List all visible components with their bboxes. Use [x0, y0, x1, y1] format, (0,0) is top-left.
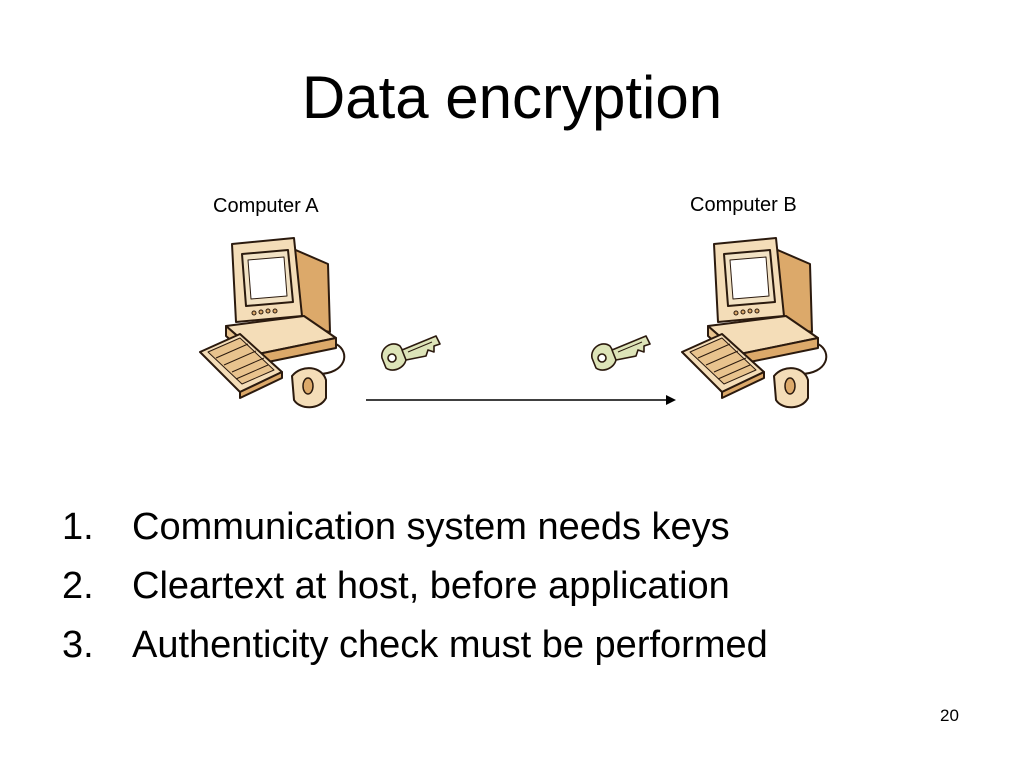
list-item-number: 2. — [62, 565, 94, 607]
list-item-text: Cleartext at host, before application — [132, 565, 730, 607]
list-item-text: Communication system needs keys — [132, 506, 730, 548]
computer-b-icon — [681, 237, 828, 409]
computer-a-icon — [199, 237, 346, 409]
list-item: 2. Cleartext at host, before application — [62, 557, 768, 616]
computer-a-label: Computer A — [213, 195, 319, 217]
key-icon — [591, 335, 651, 371]
list-item: 3. Authenticity check must be performed — [62, 616, 768, 675]
list-item-number: 1. — [62, 506, 94, 548]
computer-b-label: Computer B — [690, 194, 797, 216]
numbered-list: 1. Communication system needs keys 2. Clea… — [62, 498, 768, 675]
page-number: 20 — [940, 706, 959, 725]
slide-title: Data encryption — [301, 64, 723, 131]
list-item-number: 3. — [62, 624, 94, 666]
key-icon — [381, 335, 441, 371]
list-item: 1. Communication system needs keys — [62, 498, 768, 557]
transfer-arrow — [366, 395, 676, 405]
list-item-text: Authenticity check must be performed — [132, 624, 768, 666]
